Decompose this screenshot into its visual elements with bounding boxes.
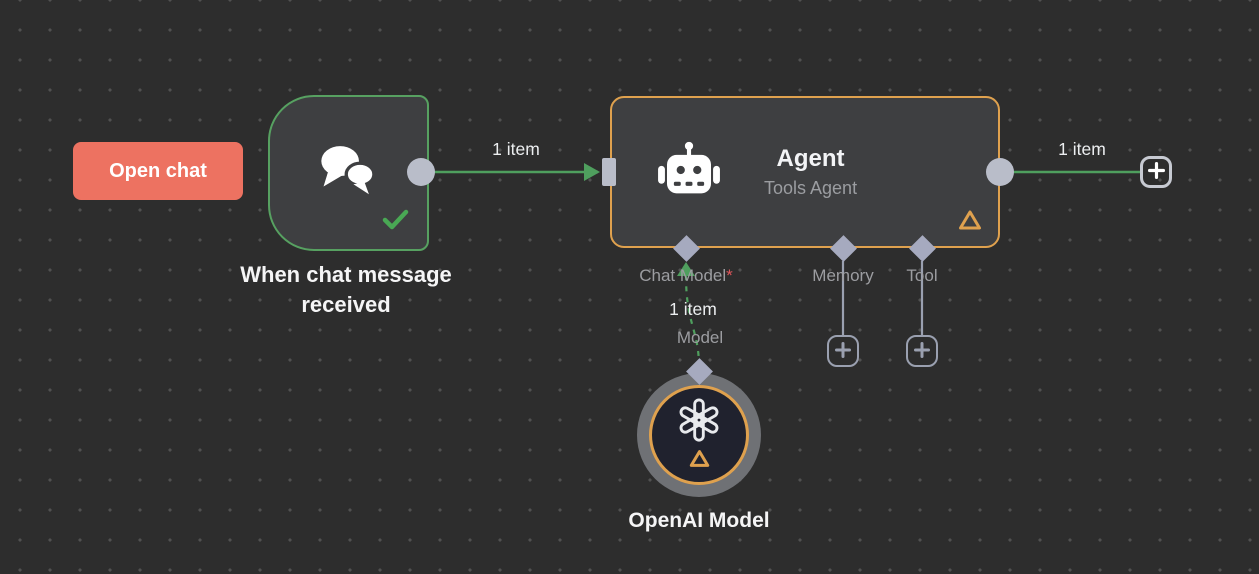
memory-port-label: Memory [812,266,874,285]
agent-input-port[interactable] [602,158,616,186]
output-edge-items-count: 1 item [1058,139,1106,159]
node-agent[interactable]: Agent Tools Agent [610,96,1000,248]
node-chat-trigger[interactable] [268,95,429,251]
plus-icon [1147,162,1165,182]
chat-model-port-text: Chat Model [639,266,727,285]
agent-node-title: Agent [776,145,845,172]
model-edge-items-count: 1 item [669,299,717,319]
edge-items-count: 1 item [492,139,540,159]
openai-logo-icon [676,397,722,448]
add-node-button[interactable] [1140,156,1172,188]
warning-triangle-icon [958,209,982,236]
add-memory-button[interactable] [827,335,859,367]
agent-output-port[interactable] [986,158,1014,186]
success-check-icon [382,209,409,235]
agent-node-subtitle: Tools Agent [764,178,858,198]
plus-icon [835,341,851,361]
openai-node-label: OpenAI Model [628,509,770,532]
node-openai-model[interactable] [649,385,749,485]
open-chat-button[interactable]: Open chat [73,142,243,200]
edge-model-to-agent[interactable] [684,275,701,368]
plus-icon [914,341,930,361]
required-asterisk: * [726,266,733,285]
tool-port-label: Tool [906,266,938,285]
add-tool-button[interactable] [906,335,938,367]
edge-model-to-agent-arrow-icon [677,262,695,276]
robot-icon [656,141,722,204]
warning-triangle-icon [689,449,710,473]
chat-model-port-label: Chat Model* [639,266,733,286]
chat-bubbles-icon [313,140,385,207]
trigger-output-port[interactable] [407,158,435,186]
model-output-label: Model [676,328,724,347]
edge-trigger-to-agent-arrow-icon [584,163,600,181]
chat-trigger-label: When chat message received [240,262,452,317]
